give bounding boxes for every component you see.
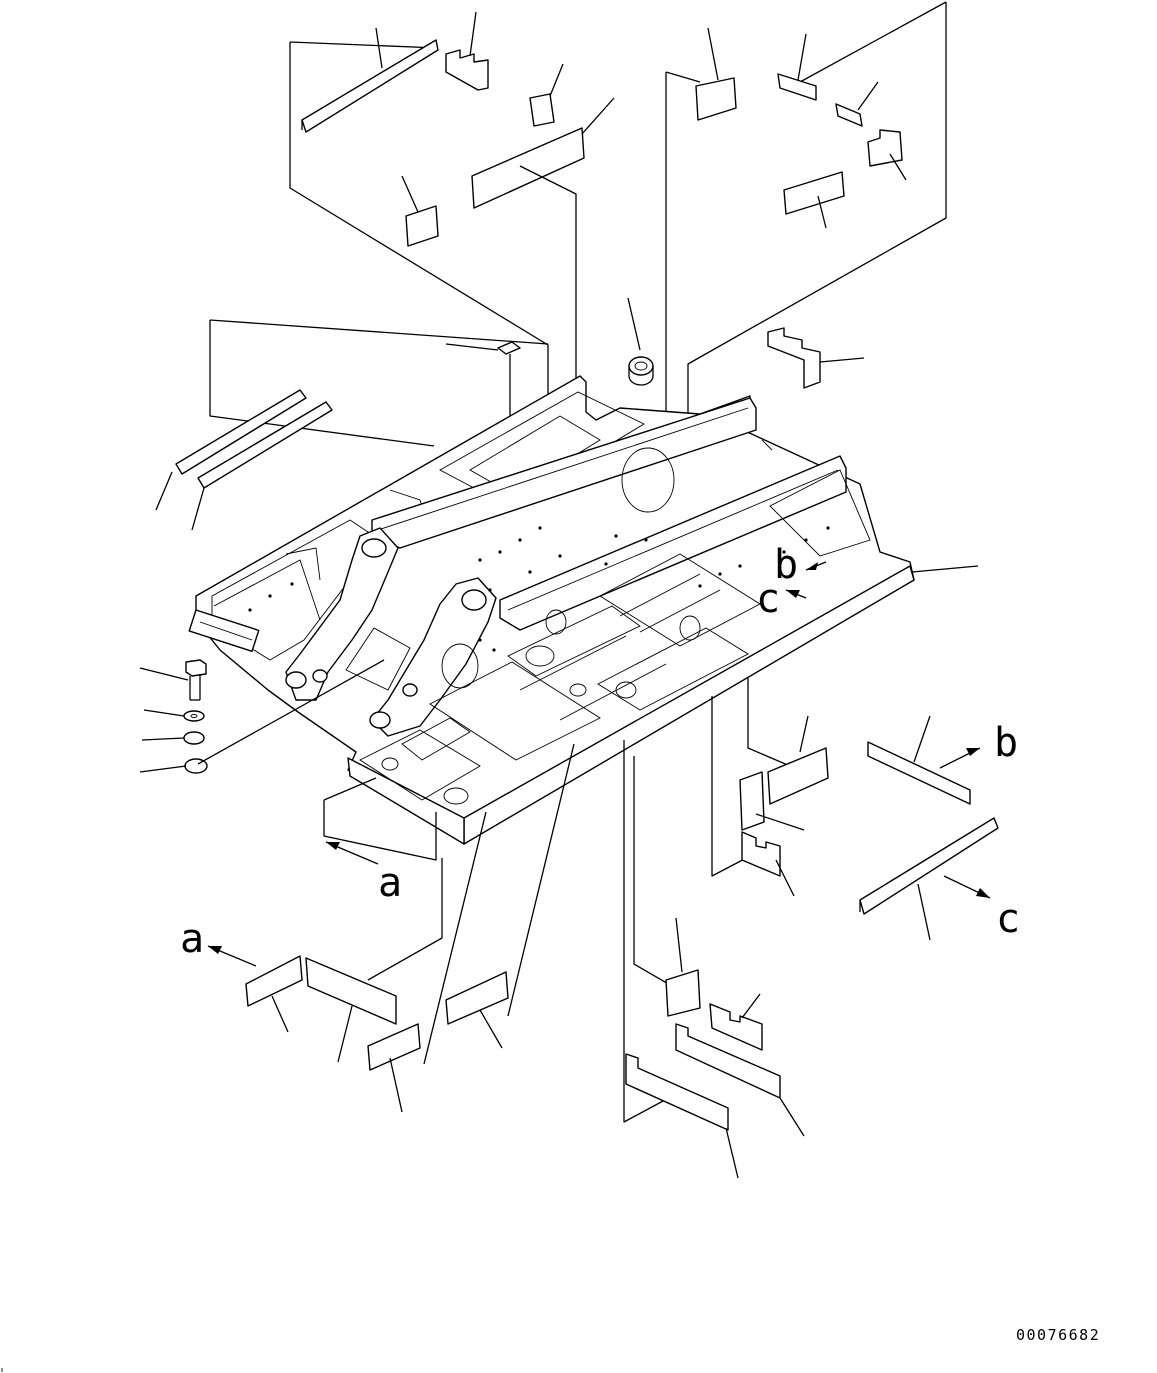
long-strip-right-c: c (859, 817, 1020, 942)
view-arrow-a-lower: a (180, 916, 257, 967)
stepped-strip-lower-mid (675, 1023, 805, 1137)
view-arrow-c-frame: c (756, 576, 807, 622)
long-strip-right-b: b (867, 715, 1018, 805)
wedge-upper-right (835, 81, 879, 127)
washer-flat (143, 709, 205, 722)
stepped-block-upper-right (867, 129, 907, 181)
view-label-c-frame: c (756, 576, 780, 622)
small-pad-1 (529, 63, 564, 127)
left-long-rails (155, 319, 549, 531)
frame-leader-right (911, 565, 979, 573)
center-long-plate (471, 97, 615, 460)
plate-lower-left-3 (367, 1023, 421, 1113)
plate-right-1 (767, 715, 829, 805)
top-stepped-block (445, 11, 489, 91)
main-revolving-frame (188, 375, 915, 845)
view-label-c-right: c (996, 896, 1020, 942)
wedge-plate-upper-right (783, 171, 845, 229)
small-bar-upper-right (777, 33, 817, 101)
notched-block-right (741, 831, 795, 897)
view-label-b-right: b (994, 720, 1018, 766)
view-label-a-lower: a (180, 916, 204, 962)
top-long-strip (301, 27, 439, 133)
view-a-box: a (323, 777, 437, 906)
plate-lower-left-2 (305, 957, 397, 1063)
plate-lower-left-1 (245, 955, 303, 1033)
washer-lock (139, 758, 208, 774)
notched-block-lower-mid (709, 993, 763, 1051)
plate-lower-left-4 (445, 971, 509, 1049)
top-left-bracket-lines (289, 41, 549, 412)
plate-upper-right-1 (695, 27, 737, 121)
fastener-leader (197, 659, 385, 765)
view-arrow-b-frame: b (774, 542, 827, 588)
stepped-bracket-upper-right (767, 327, 865, 389)
lower-left-leader-lines (367, 743, 575, 1065)
document-number: 00076682 (1016, 1326, 1100, 1344)
stepped-strip-lower (625, 1053, 739, 1179)
view-label-b-frame: b (774, 542, 798, 588)
lower-right-leader-lines (623, 678, 791, 1123)
plate-right-2 (739, 771, 805, 831)
bolt (139, 659, 207, 701)
view-label-a-frame: a (378, 860, 402, 906)
plate-lower-mid-1 (665, 917, 701, 1017)
top-right-bracket-lines (665, 1, 947, 430)
washer-spring (141, 731, 205, 745)
small-pad-2 (401, 175, 439, 247)
ring-bushing (627, 297, 654, 386)
